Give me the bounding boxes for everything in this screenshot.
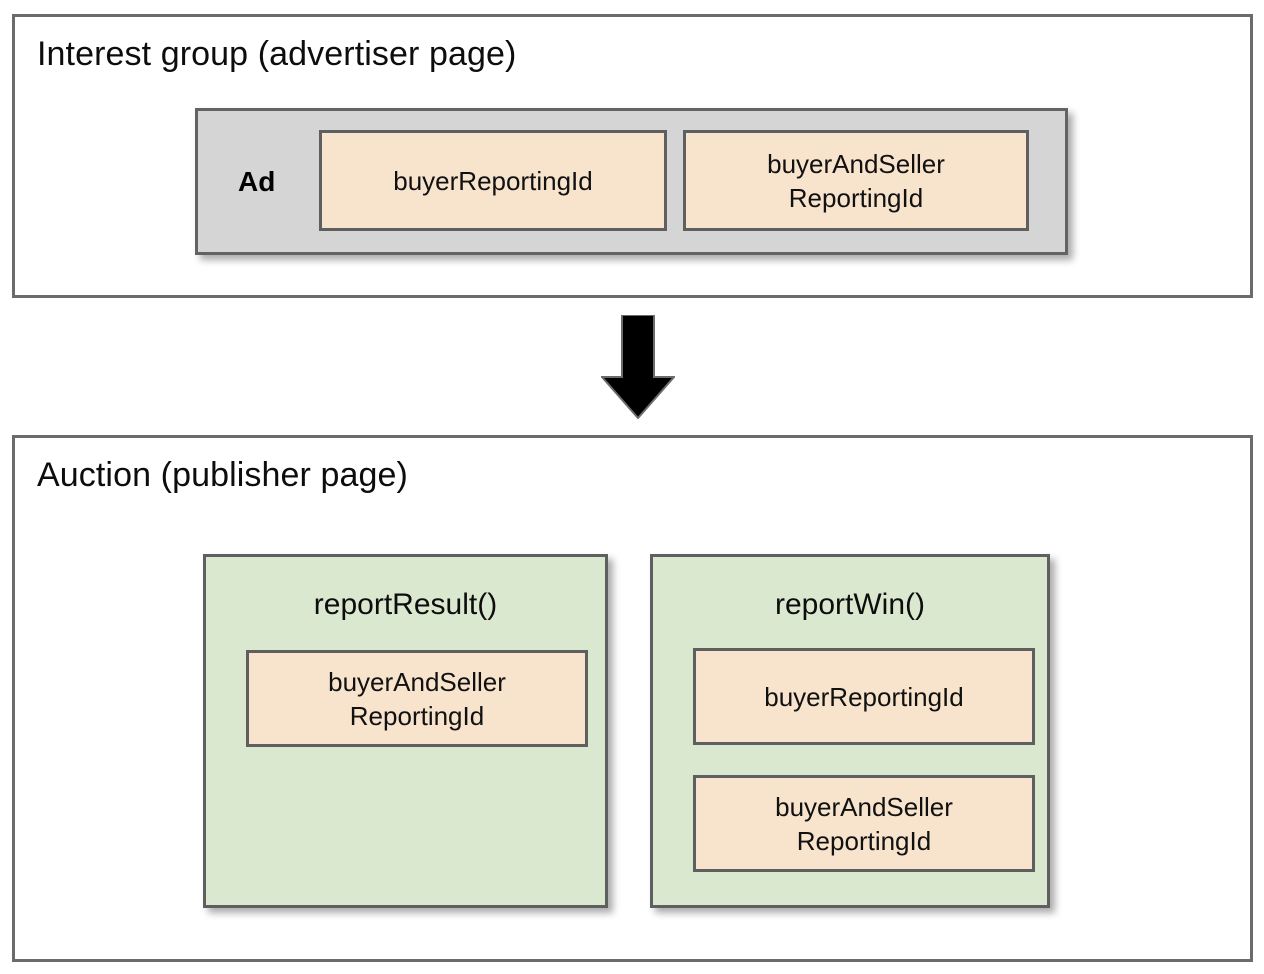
function-name-report-win: reportWin() bbox=[774, 588, 925, 621]
reporting-id-label: buyerReportingId bbox=[764, 681, 964, 712]
reporting-id-buyer-reporting-id: buyerReportingId bbox=[693, 648, 1035, 745]
function-report-win: reportWin() buyerReportingId buyerAndSel… bbox=[650, 554, 1050, 908]
function-report-result: reportResult() buyerAndSeller ReportingI… bbox=[203, 554, 608, 908]
reporting-id-line: ReportingId bbox=[788, 182, 924, 213]
reporting-id-label: buyerAndSeller ReportingId bbox=[328, 665, 506, 733]
flow-arrow bbox=[601, 315, 675, 419]
reporting-id-line: ReportingId bbox=[349, 700, 485, 731]
reporting-id-label: buyerReportingId bbox=[393, 165, 593, 196]
reporting-id-line: buyerAndSeller bbox=[775, 791, 953, 822]
reporting-id-buyer-and-seller-reporting-id: buyerAndSeller ReportingId bbox=[683, 130, 1029, 231]
section-auction: Auction (publisher page) reportResult() … bbox=[12, 435, 1253, 962]
section-title-interest-group: Interest group (advertiser page) bbox=[37, 35, 517, 73]
section-title-auction: Auction (publisher page) bbox=[37, 456, 408, 494]
arrow-down-icon bbox=[601, 315, 675, 419]
function-name-report-result: reportResult() bbox=[313, 588, 498, 621]
reporting-id-line: buyerAndSeller bbox=[328, 666, 506, 697]
reporting-id-label: buyerAndSeller ReportingId bbox=[767, 147, 945, 215]
reporting-id-buyer-reporting-id: buyerReportingId bbox=[319, 130, 667, 231]
reporting-id-buyer-and-seller-reporting-id: buyerAndSeller ReportingId bbox=[693, 775, 1035, 872]
reporting-id-line: buyerAndSeller bbox=[767, 148, 945, 179]
reporting-id-label: buyerAndSeller ReportingId bbox=[775, 790, 953, 858]
reporting-id-line: ReportingId bbox=[796, 825, 932, 856]
reporting-id-buyer-and-seller-reporting-id: buyerAndSeller ReportingId bbox=[246, 650, 588, 747]
section-interest-group: Interest group (advertiser page) Ad buye… bbox=[12, 14, 1253, 298]
ad-container: Ad buyerReportingId buyerAndSeller Repor… bbox=[195, 108, 1068, 255]
ad-label: Ad bbox=[238, 165, 276, 197]
